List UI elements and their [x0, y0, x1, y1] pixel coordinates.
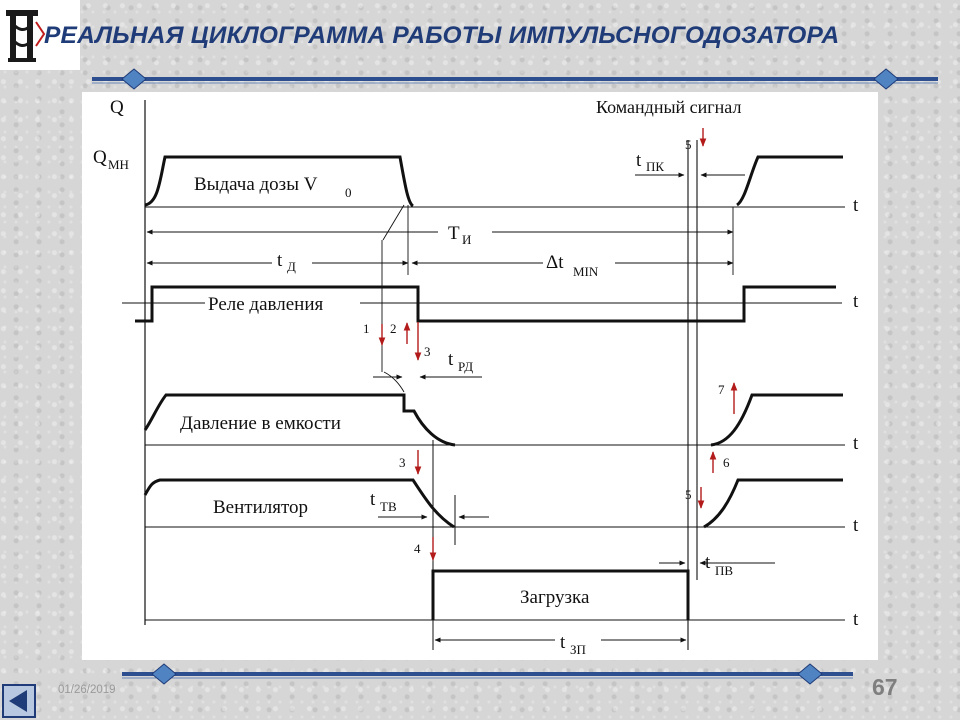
- ti-sub: И: [462, 232, 471, 247]
- t-label-3: t: [853, 433, 859, 454]
- tpk-sub: ПК: [646, 159, 664, 174]
- dose-waveform: [144, 155, 415, 208]
- num-3b: 3: [399, 455, 406, 470]
- dose-sub: 0: [345, 185, 352, 200]
- fan-waveform-next: [703, 478, 843, 529]
- ttv-label: t: [370, 489, 376, 510]
- num-5: 5: [685, 487, 692, 502]
- top-divider: [92, 68, 938, 90]
- diamond-icon: [121, 68, 147, 90]
- num-1: 1: [363, 321, 370, 336]
- diamond-icon: [873, 68, 899, 90]
- t-label-1: t: [853, 195, 859, 216]
- relay-waveform: [135, 285, 836, 323]
- t-label-5: t: [853, 609, 859, 630]
- fan-label: Вентилятор: [213, 497, 308, 518]
- logo: [0, 0, 80, 70]
- institution-logo-icon: [6, 10, 46, 62]
- back-arrow-icon: [9, 690, 27, 712]
- t-label-2: t: [853, 291, 859, 312]
- tpk-label: t: [636, 150, 642, 171]
- previous-slide-button[interactable]: [2, 684, 36, 718]
- t-label-4: t: [853, 515, 859, 536]
- trd-label: t: [448, 349, 454, 370]
- command-signal-label: Командный сигнал: [596, 97, 741, 117]
- slide-title: РЕАЛЬНАЯ ЦИКЛОГРАММА РАБОТЫ ИМПУЛЬСНОГОД…: [44, 22, 840, 49]
- num-4: 4: [414, 541, 421, 556]
- tpv-label: t: [705, 552, 711, 573]
- ti-label: Т: [448, 223, 460, 244]
- td-label: t: [277, 250, 283, 271]
- bottom-divider: [122, 663, 853, 685]
- dtmin-sub: MIN: [573, 264, 599, 279]
- pressure-waveform-next: [710, 393, 843, 447]
- num-5-top: 5: [685, 137, 692, 152]
- pressure-waveform: [143, 393, 456, 447]
- tzp-label: t: [560, 632, 566, 653]
- slide-date: 01/26/2019: [58, 684, 116, 696]
- cyclogram-diagram: Q Q МН Командный сигнал t t t t t Выдача…: [82, 92, 878, 660]
- loading-waveform: [431, 569, 690, 620]
- tpv-sub: ПВ: [715, 563, 733, 578]
- cyclogram-svg: Q Q МН Командный сигнал t t t t t Выдача…: [93, 97, 859, 657]
- diamond-icon: [151, 663, 177, 685]
- q-mn-sub: МН: [108, 157, 129, 172]
- slide-page-number: 67: [872, 674, 898, 700]
- td-sub: Д: [287, 259, 296, 274]
- num-3: 3: [424, 344, 431, 359]
- dose-waveform-next: [735, 155, 843, 207]
- relay-label: Реле давления: [208, 294, 323, 315]
- q-mn-label: Q: [93, 147, 107, 168]
- axis-q-label: Q: [110, 97, 124, 118]
- dtmin-label: Δt: [546, 252, 564, 273]
- pressure-label: Давление в емкости: [180, 413, 341, 434]
- tzp-sub: ЗП: [570, 642, 586, 657]
- num-2: 2: [390, 321, 397, 336]
- dose-label: Выдача дозы V: [194, 174, 318, 195]
- loading-label: Загрузка: [520, 587, 590, 608]
- num-6: 6: [723, 455, 730, 470]
- fan-waveform: [143, 478, 455, 529]
- ttv-sub: ТВ: [380, 499, 397, 514]
- diamond-icon: [797, 663, 823, 685]
- trd-sub: РД: [458, 359, 473, 374]
- num-7: 7: [718, 382, 725, 397]
